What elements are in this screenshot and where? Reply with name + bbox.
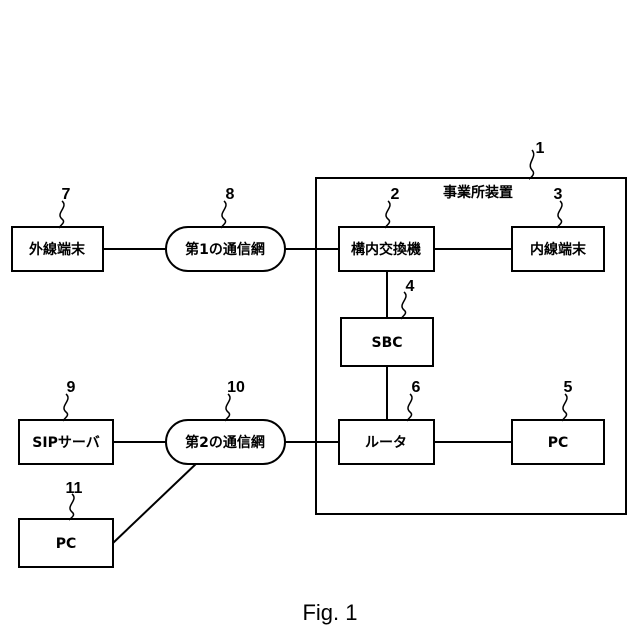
- router-label: ルータ: [365, 435, 407, 451]
- sbc-label: SBC: [371, 335, 402, 351]
- ref-number-2: 2: [391, 186, 400, 203]
- pc-external-label: PC: [56, 536, 77, 552]
- external-terminal-label: 外線端末: [29, 241, 86, 258]
- ref-number-1: 1: [536, 140, 545, 157]
- network2-label: 第2の通信網: [185, 434, 265, 451]
- ref-leader-11: [70, 494, 74, 520]
- ref-number-3: 3: [554, 186, 563, 203]
- network1-label: 第1の通信網: [185, 241, 265, 258]
- pc-internal-label: PC: [548, 435, 569, 451]
- office-device-label: 事業所装置: [443, 184, 513, 201]
- pbx-label: 構内交換機: [351, 241, 421, 258]
- ref-number-7: 7: [62, 186, 71, 203]
- ref-number-11: 11: [66, 480, 83, 497]
- ref-number-4: 4: [406, 278, 415, 295]
- ref-leader-9: [64, 394, 68, 421]
- sip-server-label: SIPサーバ: [32, 435, 99, 451]
- ref-leader-8: [222, 201, 226, 228]
- ref-leader-7: [60, 201, 64, 228]
- ref-number-10: 10: [227, 379, 245, 396]
- ref-number-9: 9: [67, 379, 76, 396]
- link-network2-pc-external: [113, 461, 199, 543]
- ref-number-6: 6: [412, 379, 421, 396]
- ref-leader-1: [530, 150, 534, 179]
- extension-terminal-label: 内線端末: [530, 241, 587, 258]
- ref-leader-10: [226, 394, 230, 421]
- ref-number-8: 8: [226, 186, 235, 203]
- ref-number-5: 5: [564, 379, 573, 396]
- figure-caption: Fig. 1: [302, 600, 357, 625]
